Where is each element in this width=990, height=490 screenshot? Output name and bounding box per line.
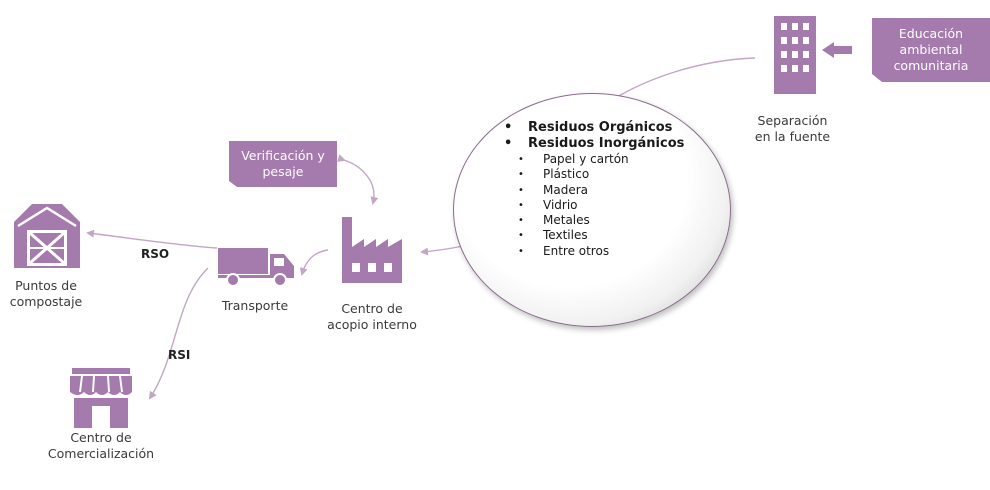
commercialization-label: Centro de Comercialización	[47, 430, 155, 461]
factory-icon	[342, 217, 402, 283]
organic-waste-item: •Residuos Orgánicos	[504, 120, 673, 135]
truck-to-composting-arrow	[86, 229, 218, 249]
bullet-icon: •	[518, 199, 524, 211]
education-label: Educación ambiental comunitaria	[893, 26, 969, 73]
collection-center-label: Centro de acopio interno	[327, 301, 417, 332]
bullet-icon: •	[518, 245, 524, 257]
inorganic-items-list: • Papel y cartón • Plástico • Madera • Vidrio • M…	[500, 152, 700, 259]
inorganic-waste-item: •Residuos Inorgánicos	[504, 136, 685, 151]
inorganic-subitem-label: Textiles	[543, 228, 588, 243]
inorganic-subitem: • Madera	[500, 183, 700, 198]
separation-label: Separación en la fuente	[754, 113, 831, 144]
inorganic-subitem: • Plástico	[500, 167, 700, 182]
education-banner: Educación ambiental comunitaria	[872, 18, 990, 82]
verification-label: Verificación y pesaje	[241, 148, 325, 179]
education-arrow-icon	[822, 42, 852, 58]
bullet-icon: •	[518, 169, 524, 181]
verification-banner: Verificación y pesaje	[229, 141, 337, 187]
inorganic-subitem-label: Vidrio	[543, 197, 578, 212]
barn-icon	[14, 204, 80, 268]
verification-arrow	[337, 154, 379, 205]
transport-label: Transporte	[221, 298, 289, 313]
bullet-icon: •	[518, 184, 524, 196]
composting-label: Puntos de compostaje	[9, 278, 83, 309]
banner-shape	[872, 18, 990, 82]
inorganic-subitem: • Textiles	[500, 228, 700, 243]
factory-to-truck-arrow	[299, 249, 329, 276]
inorganic-subitem-label: Papel y cartón	[543, 152, 629, 166]
inorganic-subitem: • Metales	[500, 213, 700, 228]
building-icon	[774, 16, 816, 94]
truck-to-commercialization-arrow	[148, 267, 209, 400]
waste-types-bubble	[453, 93, 731, 327]
bullet-icon: •	[518, 230, 524, 242]
inorganic-subitem-label: Entre otros	[543, 243, 610, 258]
inorganic-subitem-label: Madera	[543, 182, 588, 197]
banner-shape	[229, 141, 337, 187]
truck-icon	[218, 248, 294, 287]
bullet-icon: •	[518, 215, 524, 227]
inorganic-subitem-label: Metales	[543, 213, 590, 228]
inorganic-subitem: • Entre otros	[500, 244, 700, 259]
inorganic-subitem: • Vidrio	[500, 198, 700, 213]
rsi-label: RSI	[168, 348, 191, 362]
waste-types-list: •Residuos Orgánicos •Residuos Inorgánico…	[500, 120, 700, 259]
bullet-icon: •	[518, 154, 524, 165]
store-icon	[70, 368, 132, 428]
inorganic-subitem: • Papel y cartón	[500, 152, 700, 167]
inorganic-subitem-label: Plástico	[543, 167, 590, 182]
rso-label: RSO	[141, 247, 170, 261]
